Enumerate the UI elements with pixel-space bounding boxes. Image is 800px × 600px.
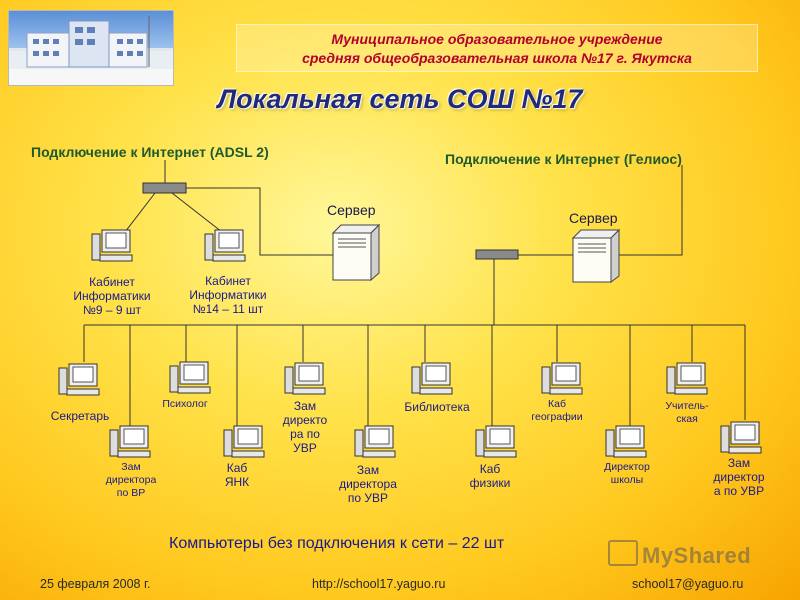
internet-adsl-label: Подключение к Интернет (ADSL 2) [31, 144, 269, 160]
computer-icon [475, 425, 517, 458]
organization-box: Муниципальное образовательное учреждение… [236, 24, 758, 72]
footer-date: 25 февраля 2008 г. [40, 577, 151, 591]
computer-icon [605, 425, 647, 458]
computer-icon [354, 425, 396, 458]
org-name-line1: Муниципальное образовательное учреждение [331, 31, 663, 47]
computer-icon [411, 362, 453, 395]
footer-email[interactable]: school17@yaguo.ru [632, 577, 744, 591]
watermark: MyShared [608, 540, 751, 569]
computer-icon [223, 425, 265, 458]
computer-icon [109, 425, 151, 458]
label-psiholog: Психолог [162, 398, 208, 410]
computer-icon [541, 362, 583, 395]
internet-gelios-label: Подключение к Интернет (Гелиос) [445, 151, 682, 167]
network-hub-icon [142, 182, 519, 260]
label-biblioteka: Библиотека [404, 400, 470, 414]
label-uchitelskaya: Учитель-ская [665, 400, 709, 425]
computer-icon [58, 363, 100, 396]
computer-icon [666, 362, 708, 395]
computer-icon [91, 229, 133, 262]
computer-icon [284, 362, 326, 395]
server-label-right: Сервер [569, 210, 618, 226]
watermark-logo-icon [608, 540, 638, 566]
server-icon [331, 223, 381, 281]
server-icon [571, 228, 621, 283]
label-sekretar: Секретарь [50, 409, 110, 423]
summary-text: Компьютеры без подключения к сети – 22 ш… [169, 535, 505, 552]
server-label-left: Сервер [327, 202, 376, 218]
computer-icon [204, 229, 246, 262]
page-title: Локальная сеть СОШ №17 [217, 84, 583, 114]
computer-icon [169, 361, 211, 394]
org-name-line2: средняя общеобразовательная школа №17 г.… [302, 50, 692, 66]
computer-icon [720, 421, 762, 454]
school-photo [8, 10, 174, 86]
footer-url[interactable]: http://school17.yaguo.ru [312, 577, 446, 591]
